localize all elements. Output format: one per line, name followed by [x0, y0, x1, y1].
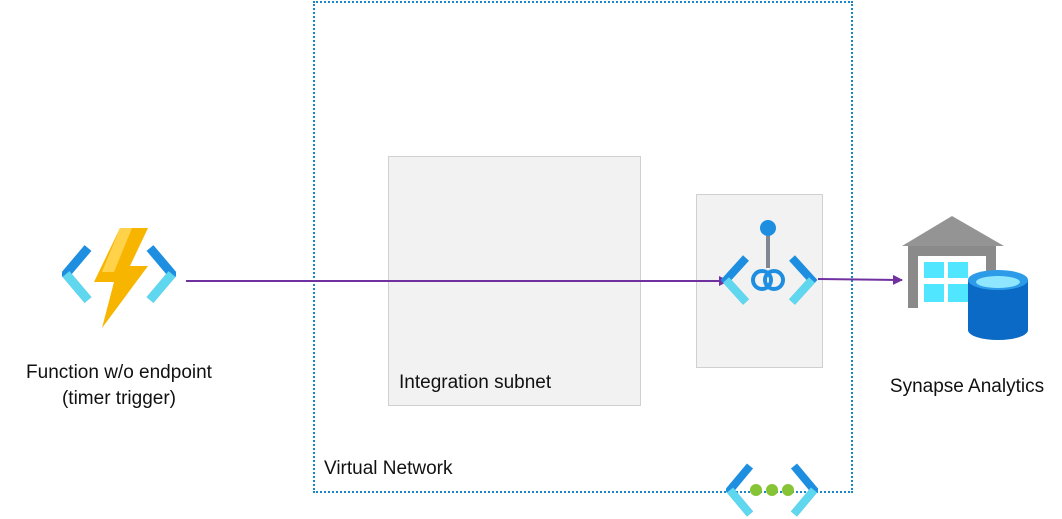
synapse-analytics-icon	[902, 214, 1034, 346]
synapse-label: Synapse Analytics	[889, 376, 1045, 397]
azure-function-icon	[62, 226, 176, 330]
function-subtitle: (timer trigger)	[61, 388, 176, 409]
virtual-network-icon	[726, 462, 818, 518]
endpoint-to-synapse-arrow	[817, 274, 903, 285]
virtual-network-boundary	[313, 1, 853, 493]
integration-subnet-label: Integration subnet	[399, 372, 552, 393]
private-endpoint-icon	[720, 218, 820, 310]
virtual-network-label: Virtual Network	[324, 458, 453, 479]
function-title: Function w/o endpoint	[26, 362, 212, 383]
